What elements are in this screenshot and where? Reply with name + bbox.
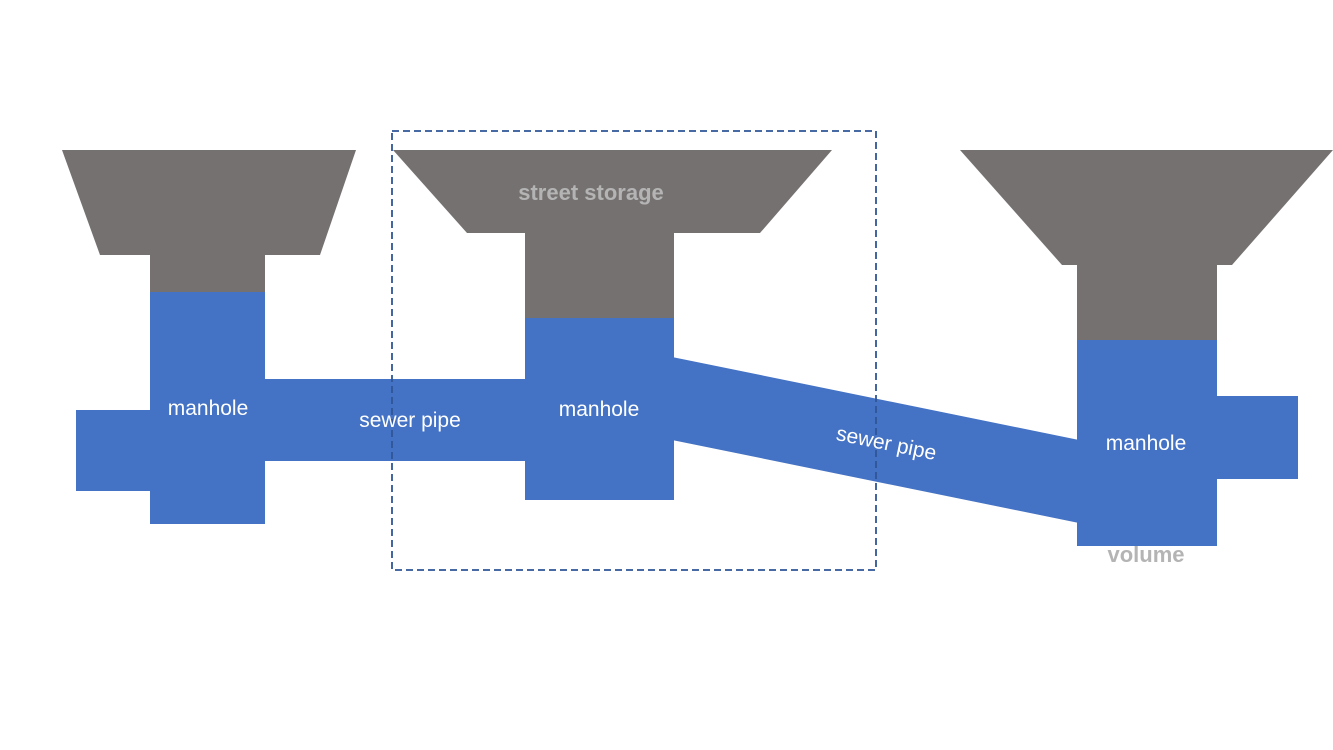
right-outlet-stub xyxy=(1215,396,1298,479)
middle-manhole-assembly xyxy=(393,150,832,500)
manhole-right-label: manhole xyxy=(1106,432,1187,455)
selection-box xyxy=(391,130,877,571)
manhole-left-label: manhole xyxy=(168,397,249,420)
middle-manhole-shaft xyxy=(525,318,674,500)
left-street-storage-funnel xyxy=(62,150,356,255)
left-manhole-assembly xyxy=(62,150,356,524)
sewer-pipe-left-label: sewer pipe xyxy=(359,409,461,432)
middle-street-storage-neck xyxy=(525,232,674,320)
left-street-storage-neck xyxy=(150,254,265,294)
left-sewer-pipe xyxy=(264,379,526,461)
right-street-storage-neck xyxy=(1077,264,1217,342)
right-manhole-assembly xyxy=(960,150,1333,546)
left-manhole-shaft xyxy=(150,292,265,524)
manhole-middle-label: manhole xyxy=(559,398,640,421)
left-inlet-stub xyxy=(76,410,152,491)
middle-street-storage-funnel xyxy=(393,150,832,233)
street-storage-label: street storage xyxy=(518,180,664,205)
right-street-storage-funnel xyxy=(960,150,1333,265)
right-manhole-shaft xyxy=(1077,340,1217,546)
volume-label: volume xyxy=(1107,542,1184,567)
